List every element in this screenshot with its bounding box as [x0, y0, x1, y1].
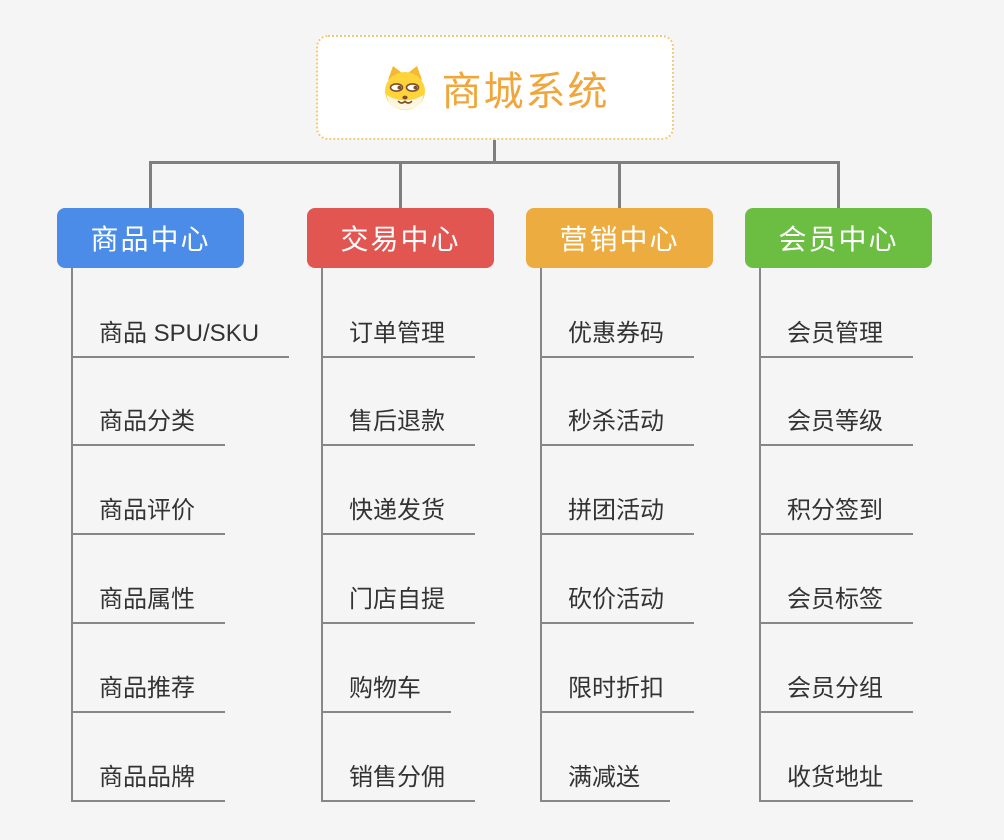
subtopic-node[interactable]: 收货地址 — [759, 764, 913, 802]
branch-items-marketing-center: 优惠券码 秒杀活动 拼团活动 砍价活动 限时折扣 满减送 — [540, 268, 770, 808]
subtopic-node[interactable]: 会员分组 — [759, 675, 913, 713]
branch-items-trade-center: 订单管理 售后退款 快递发货 门店自提 购物车 销售分佣 — [321, 268, 551, 808]
branch-header-product-center[interactable]: 商品中心 — [57, 208, 244, 268]
subtopic-node[interactable]: 会员等级 — [759, 408, 913, 446]
subtopic-node[interactable]: 商品分类 — [71, 408, 225, 446]
connector-column-trade — [321, 268, 323, 802]
subtopic-node[interactable]: 门店自提 — [321, 586, 475, 624]
branch-items-member-center: 会员管理 会员等级 积分签到 会员标签 会员分组 收货地址 — [759, 268, 989, 808]
subtopic-node[interactable]: 拼团活动 — [540, 497, 694, 535]
subtopic-node[interactable]: 快递发货 — [321, 497, 475, 535]
subtopic-node[interactable]: 订单管理 — [321, 320, 475, 358]
connector-drop-member — [837, 161, 840, 209]
connector-column-product — [71, 268, 73, 802]
subtopic-node[interactable]: 秒杀活动 — [540, 408, 694, 446]
subtopic-node[interactable]: 售后退款 — [321, 408, 475, 446]
subtopic-node[interactable]: 积分签到 — [759, 497, 913, 535]
subtopic-node[interactable]: 商品品牌 — [71, 764, 225, 802]
subtopic-node[interactable]: 购物车 — [321, 675, 451, 713]
connector-column-member — [759, 268, 761, 802]
root-title: 商城系统 — [441, 69, 610, 114]
connector-root-stem — [493, 140, 496, 163]
subtopic-node[interactable]: 会员标签 — [759, 586, 913, 624]
branch-header-member-center[interactable]: 会员中心 — [745, 208, 932, 268]
subtopic-node[interactable]: 销售分佣 — [321, 764, 475, 802]
subtopic-node[interactable]: 商品评价 — [71, 497, 225, 535]
subtopic-node[interactable]: 优惠券码 — [540, 320, 694, 358]
branch-items-product-center: 商品 SPU/SKU 商品分类 商品评价 商品属性 商品推荐 商品品牌 — [71, 268, 301, 808]
connector-drop-product — [149, 161, 152, 209]
branch-header-trade-center[interactable]: 交易中心 — [307, 208, 494, 268]
root-node[interactable]: 商城系统 — [316, 35, 674, 140]
subtopic-node[interactable]: 砍价活动 — [540, 586, 694, 624]
subtopic-node[interactable]: 会员管理 — [759, 320, 913, 358]
connector-column-marketing — [540, 268, 542, 802]
connector-drop-marketing — [618, 161, 621, 209]
subtopic-node[interactable]: 限时折扣 — [540, 675, 694, 713]
branch-header-marketing-center[interactable]: 营销中心 — [526, 208, 713, 268]
subtopic-node[interactable]: 满减送 — [540, 764, 670, 802]
connector-drop-trade — [399, 161, 402, 209]
subtopic-node[interactable]: 商品属性 — [71, 586, 225, 624]
subtopic-node[interactable]: 商品推荐 — [71, 675, 225, 713]
subtopic-node[interactable]: 商品 SPU/SKU — [71, 320, 290, 358]
connector-main-horizontal — [149, 161, 840, 164]
doge-icon — [381, 64, 429, 112]
